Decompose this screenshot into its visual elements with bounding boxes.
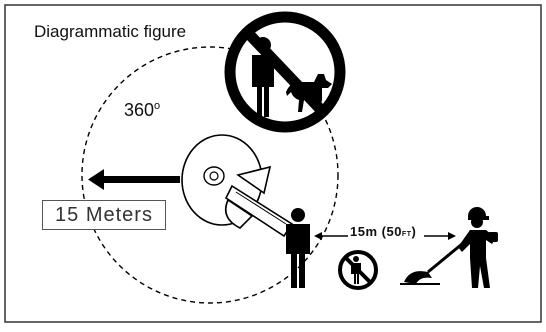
safety-radius-circle: [81, 46, 339, 304]
angle-unit: o: [154, 100, 161, 112]
spacing-label-sub: FT: [401, 231, 412, 238]
direction-arrow-icon: [88, 169, 180, 190]
angle-value: 360: [124, 100, 155, 120]
no-person-icon: [338, 250, 378, 290]
figure-frame: [4, 4, 542, 323]
spacing-label-end: ): [411, 224, 417, 239]
distance-label-box: 15 Meters: [42, 200, 166, 230]
figure-title: Diagrammatic figure: [34, 22, 187, 41]
trimmer-cutting-head-icon: [181, 134, 294, 238]
bystander-icon: [286, 208, 310, 288]
distance-label: 15 Meters: [55, 204, 153, 226]
spacing-arrows: [314, 232, 456, 240]
spacing-label: 15m (50FT): [350, 224, 416, 239]
no-people-animals-icon: [224, 11, 346, 133]
spacing-label-main: 15m (50: [350, 224, 402, 239]
angle-label: 360o: [124, 100, 160, 121]
operator-with-trimmer-icon: [400, 207, 498, 288]
